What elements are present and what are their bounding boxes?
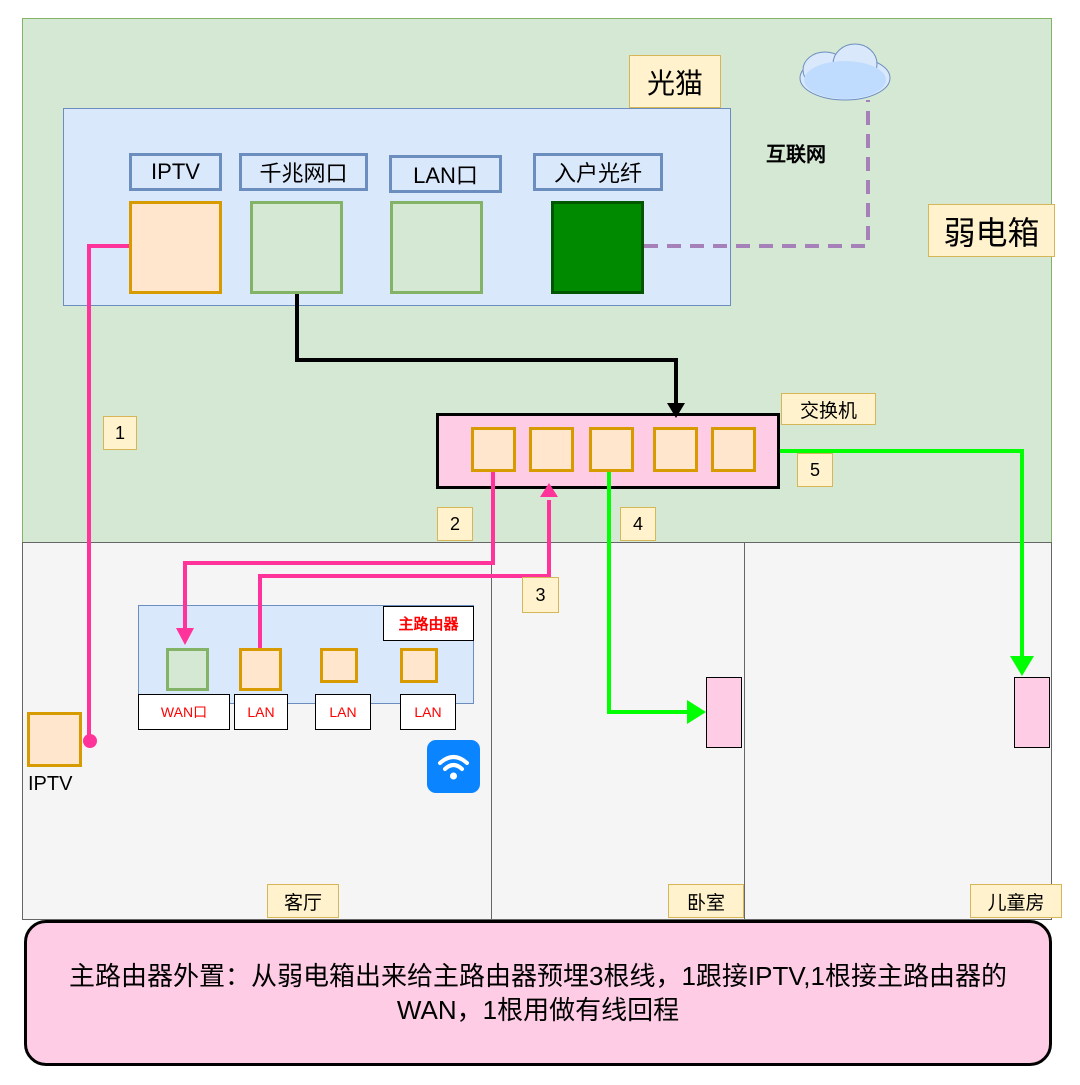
switch-port-4 [653, 427, 698, 472]
modem-port-lan [390, 201, 483, 294]
kids-room-device [1014, 677, 1050, 748]
router-port-label-lan-1: LAN [234, 694, 288, 730]
modem-port-label-gigabit: 千兆网口 [239, 153, 368, 191]
cable-5 [780, 449, 1024, 660]
modem-port-gigabit [250, 201, 343, 294]
summary-note: 主路由器外置：从弱电箱出来给主路由器预埋3根线，1跟接IPTV,1根接主路由器的… [24, 920, 1052, 1066]
iptv-device [27, 712, 82, 767]
modem-port-label-fiber: 入户光纤 [533, 153, 663, 191]
cable-number-4: 4 [620, 507, 656, 541]
router-port-label-wan: WAN口 [138, 694, 230, 730]
bedroom-device [706, 677, 742, 748]
router-port-lan-2 [320, 648, 358, 683]
switch-title: 交换机 [781, 393, 876, 425]
cloud-icon [799, 43, 891, 101]
modem-title: 光猫 [629, 55, 721, 108]
wifi-icon [427, 740, 480, 793]
cable-number-3: 3 [522, 577, 559, 613]
internet-label: 互联网 [766, 144, 826, 166]
cable-number-5: 5 [797, 453, 833, 487]
uplink-line [295, 294, 678, 408]
main-router-title: 主路由器 [383, 606, 474, 641]
switch-port-2 [529, 427, 574, 472]
kids-room-label: 儿童房 [970, 884, 1062, 918]
switch-port-1 [471, 427, 516, 472]
router-port-lan-3 [400, 648, 438, 683]
kids-room [744, 542, 1052, 920]
cable-number-1: 1 [103, 416, 137, 450]
living-room-label: 客厅 [267, 884, 339, 918]
switch-port-3 [589, 427, 634, 472]
iptv-device-label: IPTV [28, 773, 73, 795]
cable-1 [87, 244, 129, 741]
router-port-lan-1 [239, 648, 282, 691]
cable-3 [258, 500, 551, 648]
modem-port-iptv [129, 201, 222, 294]
router-port-wan [166, 648, 209, 691]
modem-port-label-iptv: IPTV [129, 153, 222, 191]
weak-box-title: 弱电箱 [928, 204, 1055, 257]
bedroom-label: 卧室 [668, 884, 744, 918]
switch-port-5 [711, 427, 756, 472]
modem-port-fiber [551, 201, 644, 294]
router-port-label-lan-2: LAN [315, 694, 371, 730]
fiber-line [644, 100, 870, 248]
cable-2 [183, 472, 495, 640]
cable-number-2: 2 [437, 507, 473, 541]
router-port-label-lan-3: LAN [400, 694, 456, 730]
cable-4 [607, 472, 692, 714]
modem-port-label-lan: LAN口 [389, 155, 502, 193]
